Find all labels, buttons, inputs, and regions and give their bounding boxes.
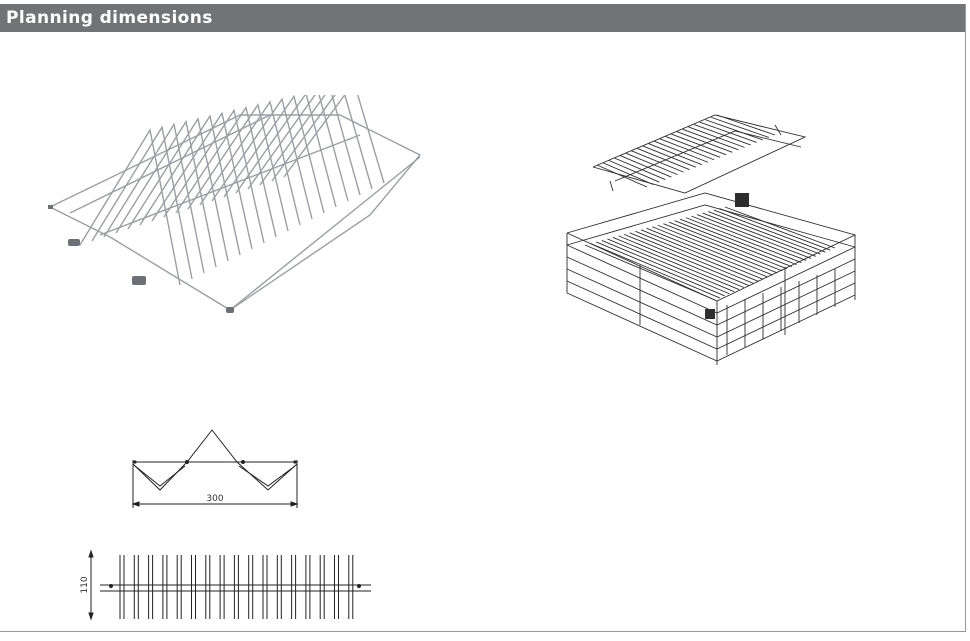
depth-dimension-label: 110 (80, 576, 90, 593)
width-dimension-label: 300 (206, 494, 223, 504)
page-bottom-border (0, 631, 966, 632)
section-title: Planning dimensions (6, 8, 213, 28)
section-header: Planning dimensions (0, 4, 966, 32)
drawer-basket-with-rack-drawing (566, 114, 857, 365)
front-view-dimension-drawing: 300 (131, 429, 299, 508)
top-view-dimension-drawing: 110 (80, 549, 371, 621)
page-right-border (965, 4, 966, 632)
plate-rack-insert-image (48, 95, 422, 313)
